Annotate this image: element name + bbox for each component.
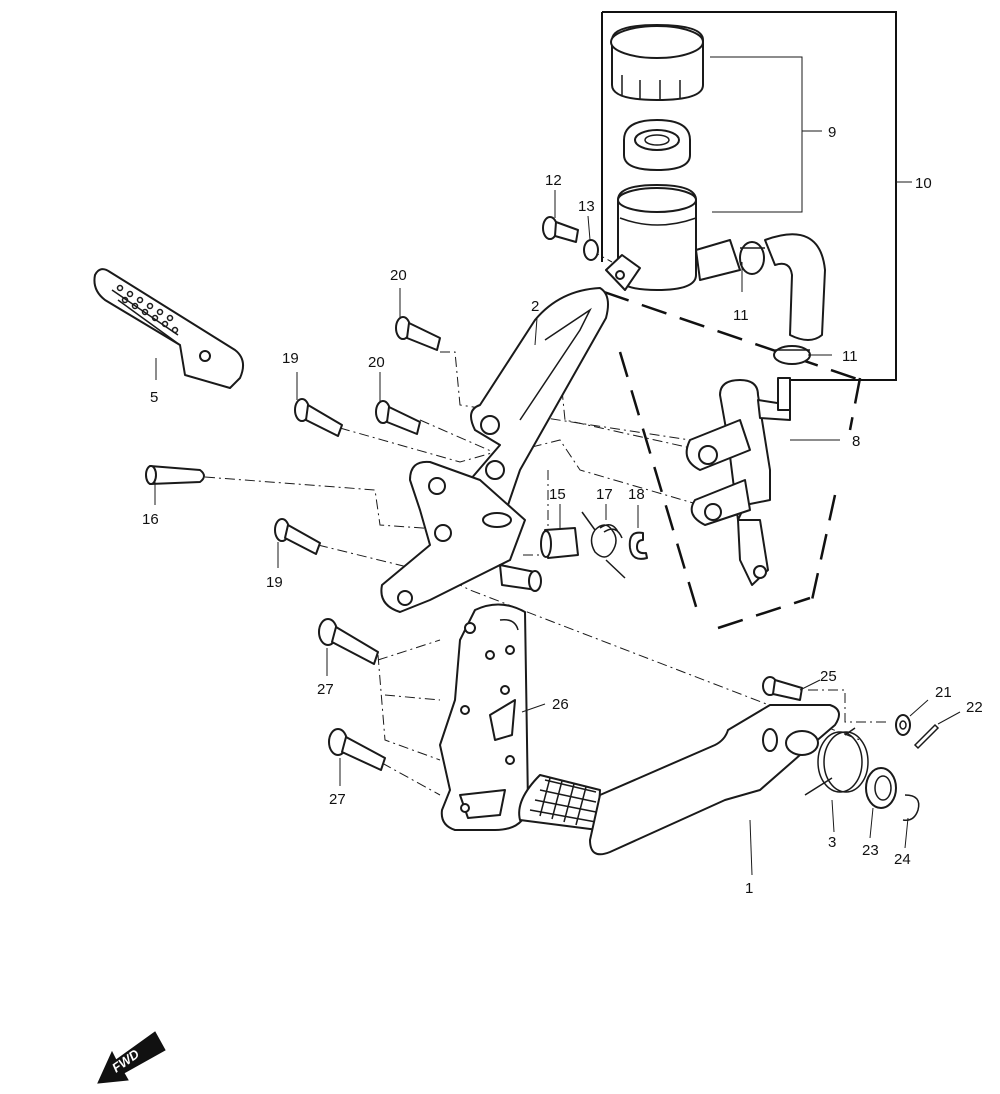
callout-18: 18 [628,486,645,503]
bolt-19-upper [294,398,343,437]
callout-10: 10 [915,175,932,192]
callout-24: 24 [894,851,911,868]
callout-11-upper: 11 [733,307,749,324]
collar [540,527,579,559]
circlip-24 [902,794,920,822]
callout-27-upper: 27 [317,681,334,698]
reservoir-hose [764,233,826,341]
brake-pedal [518,704,840,856]
hose-clamp-lower [773,345,811,365]
bolt-20-upper [395,316,441,351]
callout-3: 3 [828,834,836,851]
footpeg [93,268,245,389]
callout-5: 5 [150,389,158,406]
reservoir-kit-frame [601,11,897,381]
bolt-27-lower [328,728,386,771]
callout-25: 25 [820,668,837,685]
callout-19-lower: 19 [266,574,283,591]
callout-16: 16 [142,511,159,528]
e-clip [628,531,648,560]
heel-guard-plate [439,603,529,831]
washer-23 [865,767,897,809]
callout-11-lower: 11 [842,348,858,365]
reservoir-washer [583,239,599,261]
callout-27-lower: 27 [329,791,346,808]
pedal-spring [804,727,869,796]
master-cylinder [685,377,791,586]
callout-12: 12 [545,172,562,189]
pivot-pin [145,465,205,485]
callout-9: 9 [828,124,836,141]
pedal-pin [762,676,803,701]
leader-lines [154,56,961,876]
reservoir-body [605,184,741,291]
footrest-bracket [380,287,609,613]
callout-19-upper: 19 [282,350,299,367]
callout-8: 8 [852,433,860,450]
callout-21: 21 [935,684,952,701]
callout-22: 22 [966,699,983,716]
callout-1: 1 [745,880,753,897]
reservoir-bolt [542,216,579,243]
bolt-19-lower [274,518,321,555]
washer-21 [895,714,911,736]
return-spring [581,511,626,579]
callout-20-lower: 20 [368,354,385,371]
bolt-20-lower [375,400,421,435]
forward-direction-arrow: FWD [97,1031,166,1084]
callout-15: 15 [549,486,566,503]
callout-26: 26 [552,696,569,713]
hose-clamp-upper [739,241,765,275]
reservoir-diaphragm [623,119,691,171]
callout-17: 17 [596,486,613,503]
callout-labels: 1 2 3 5 8 9 10 11 11 12 13 15 16 17 18 1… [142,124,983,897]
bolt-27-upper [318,618,379,665]
reservoir-cap [610,24,704,101]
callout-13: 13 [578,198,595,215]
callout-2: 2 [531,298,539,315]
cotter-pin [913,723,940,750]
callout-20-upper: 20 [390,267,407,284]
callout-23: 23 [862,842,879,859]
master-cylinder-dashed-outline [603,290,862,630]
